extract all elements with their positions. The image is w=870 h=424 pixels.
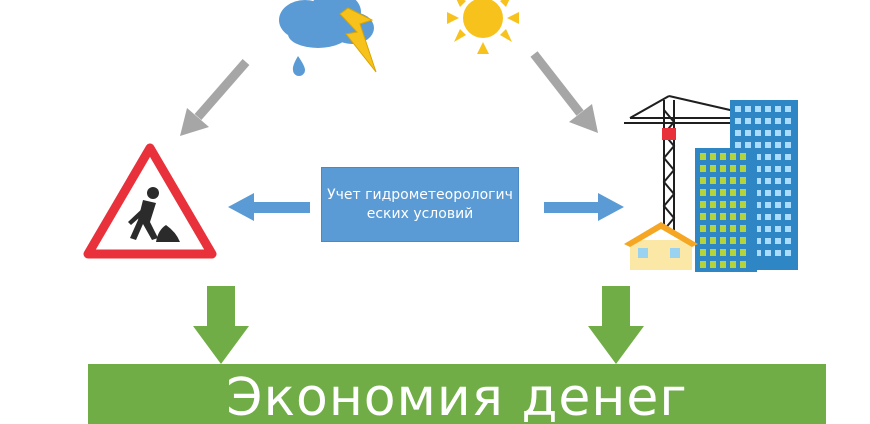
- storm-cloud-icon: [279, 0, 377, 76]
- green-arrow-left: [193, 286, 249, 364]
- savings-banner: Экономия денег: [88, 364, 826, 424]
- sun-icon: [447, 0, 519, 54]
- green-arrow-right: [588, 286, 644, 364]
- hydromet-conditions-label: Учет гидрометеорологических условий: [327, 186, 513, 222]
- gray-arrow-right: [530, 51, 598, 133]
- road-works-sign-icon: [83, 143, 217, 259]
- diagram-canvas: [83, 0, 798, 364]
- blue-arrow-left: [228, 193, 310, 221]
- savings-banner-label: Экономия денег: [226, 368, 688, 424]
- construction-site-icon: [624, 95, 798, 272]
- hydromet-conditions-box: Учет гидрометеорологических условий: [321, 167, 519, 242]
- gray-arrow-left: [180, 59, 250, 136]
- blue-arrow-right: [544, 193, 624, 221]
